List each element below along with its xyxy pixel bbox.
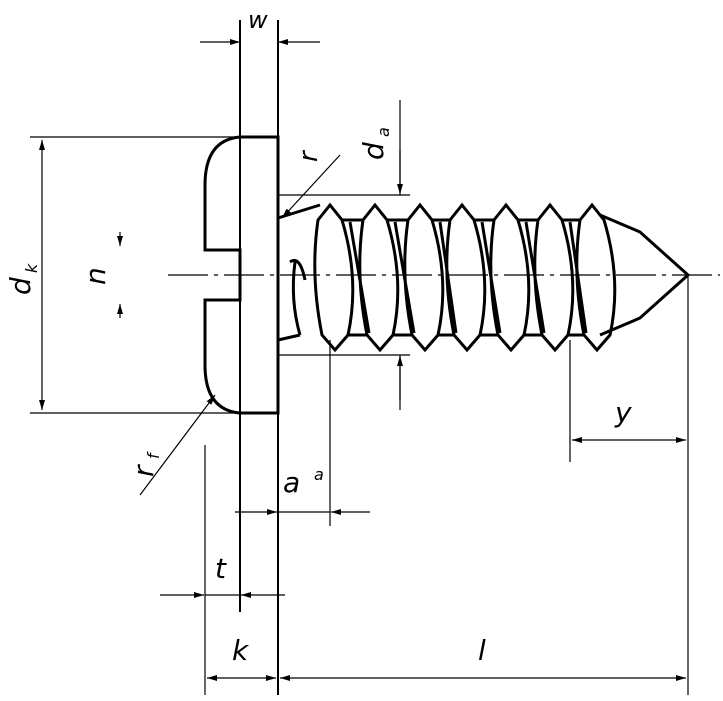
screw-thread [277,202,691,353]
label-d-a: d a [357,127,393,160]
dimension-lines [39,39,686,681]
svg-text:k: k [22,263,41,273]
label-t: t [215,552,227,585]
svg-text:d: d [357,142,390,160]
label-d-k: d k [4,263,41,295]
label-w: w [248,6,268,34]
label-n: n [79,267,112,285]
label-k: k [232,634,250,667]
svg-text:d: d [4,277,37,295]
label-y: y [614,396,632,429]
svg-text:f: f [144,451,163,459]
label-a: a [283,466,300,499]
label-r: r [294,149,324,162]
extension-lines [30,100,689,695]
label-r-f: r f [127,451,163,477]
svg-text:a: a [374,127,393,137]
thread-turns [313,202,617,353]
svg-text:r: r [127,464,160,477]
label-a-sup: a [314,465,324,484]
label-l: l [478,634,486,667]
